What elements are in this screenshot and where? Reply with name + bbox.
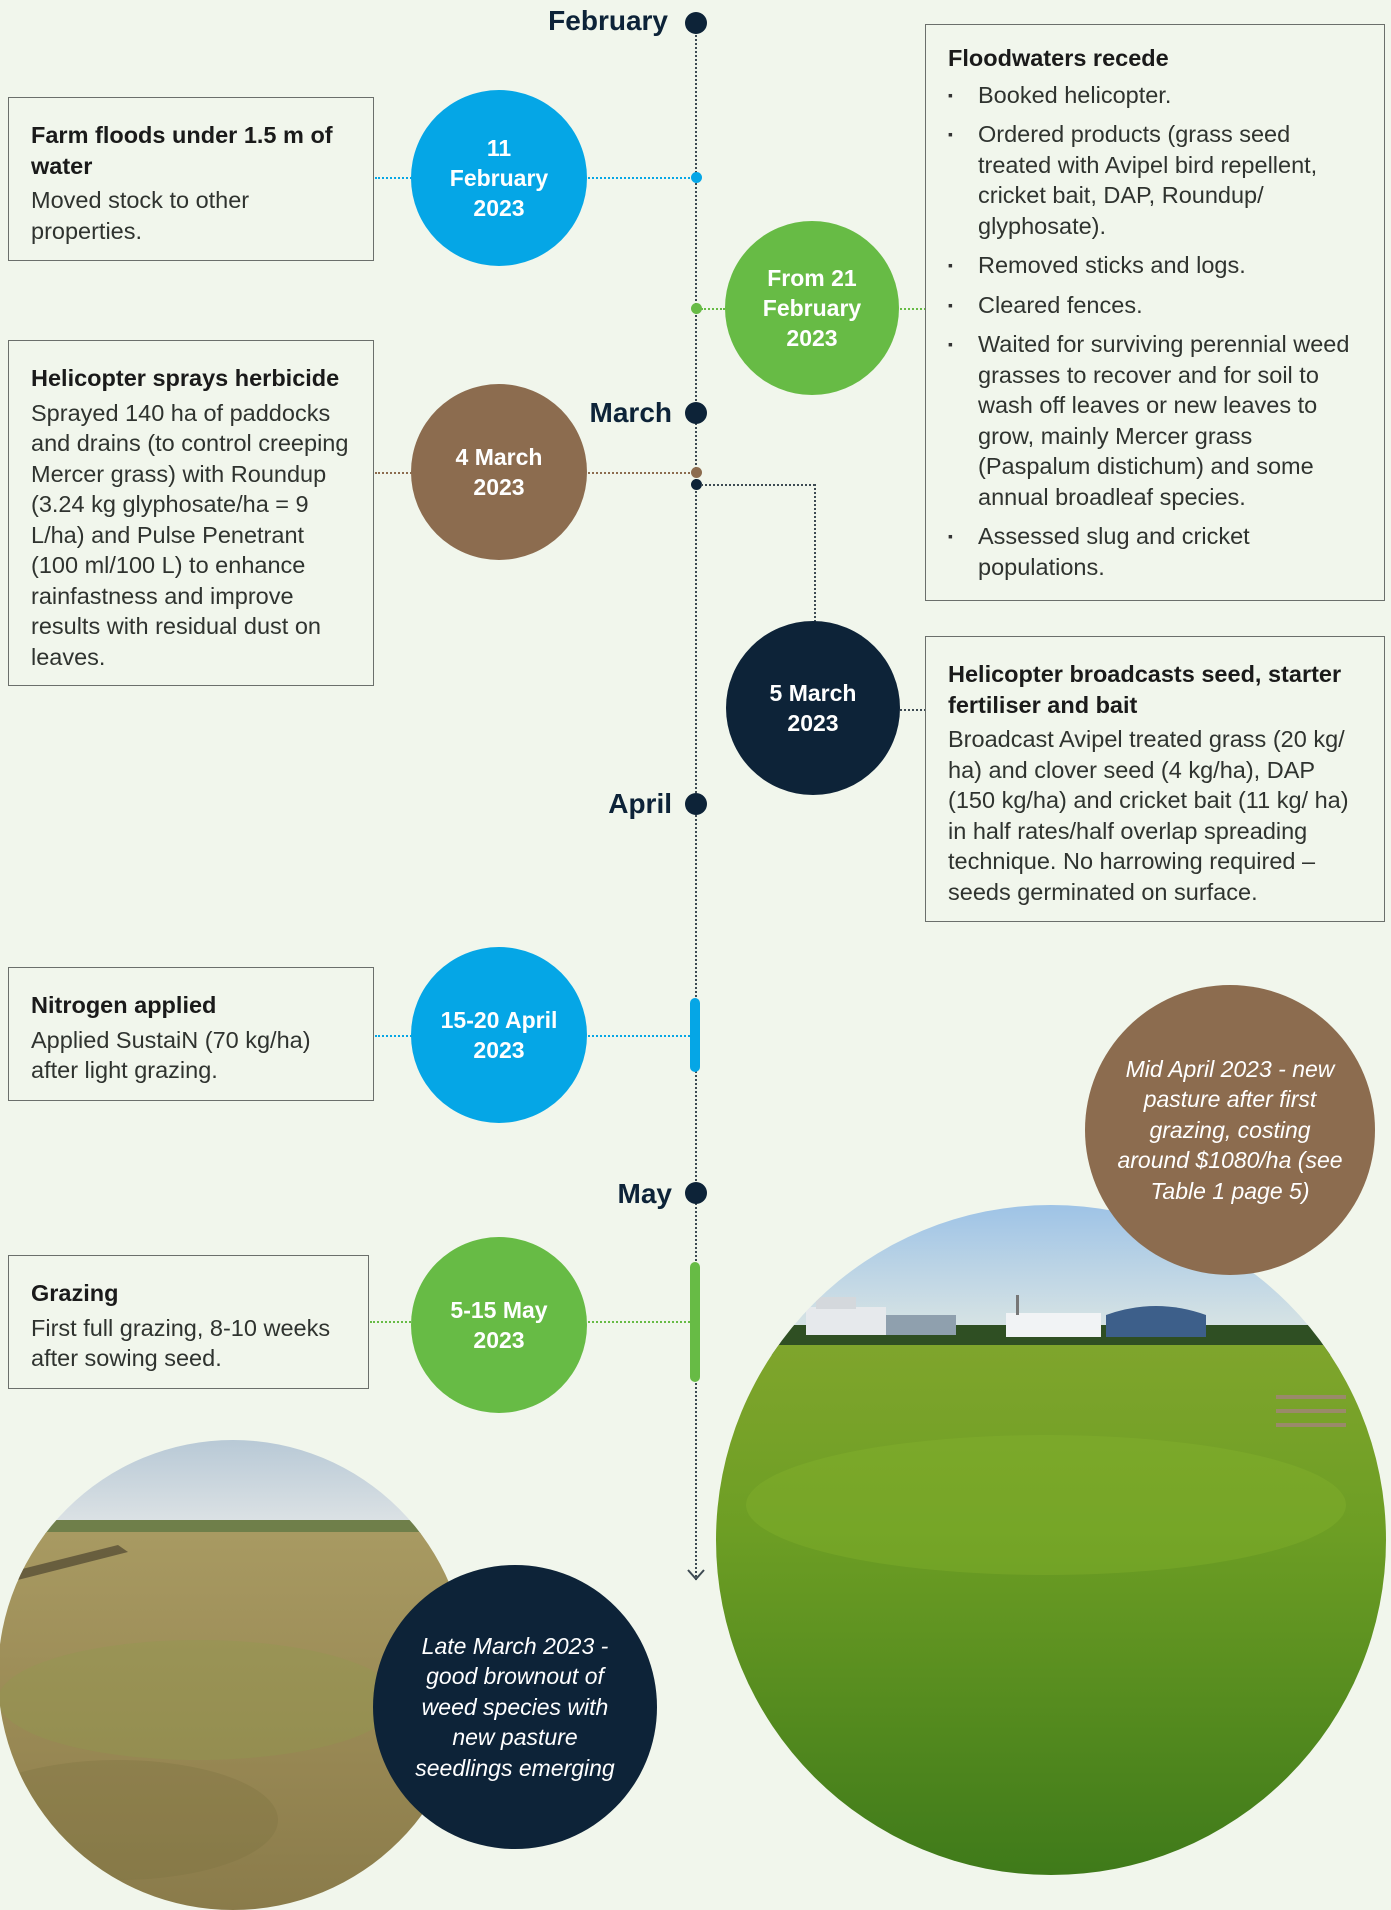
date-circle-15-20-april: 15-20 April 2023: [411, 947, 587, 1123]
connector-line: [701, 308, 725, 310]
event-description: Broadcast Avipel treated grass (20 kg/ h…: [948, 726, 1349, 905]
date-circle-from-21-february: From 21 February 2023: [725, 221, 899, 395]
list-item: Assessed slug and cricket populations.: [948, 521, 1362, 582]
event-box-flood: Farm floods under 1.5 m of water Moved s…: [8, 97, 374, 261]
timeline-marker: [691, 172, 702, 183]
date-circle-4-march: 4 March 2023: [411, 384, 587, 560]
connector-line: [814, 484, 816, 622]
month-label-february: February: [548, 5, 668, 36]
event-description: Moved stock to other properties.: [31, 187, 250, 244]
timeline-marker: [691, 467, 702, 478]
connector-line: [701, 484, 815, 486]
duration-bar: [690, 1262, 700, 1382]
date-circle-5-march: 5 March 2023: [726, 621, 900, 795]
pasture-photo-mid-april: [716, 1205, 1386, 1875]
connector-line: [896, 709, 926, 711]
event-description: First full grazing, 8-10 weeks after sow…: [31, 1314, 331, 1372]
month-dot-march: [685, 402, 707, 424]
event-box-herbicide: Helicopter sprays herbicide Sprayed 140 …: [8, 340, 374, 686]
event-title: Nitrogen applied: [31, 992, 217, 1018]
connector-line: [375, 177, 415, 179]
event-box-seed: Helicopter broadcasts seed, starter fert…: [925, 636, 1385, 922]
month-label-april: April: [608, 788, 672, 819]
event-title: Floodwaters recede: [948, 45, 1169, 71]
timeline-arrow-icon: [687, 1569, 705, 1581]
month-dot-february: [685, 12, 707, 34]
event-title: Farm floods under 1.5 m of water: [31, 122, 333, 179]
list-item: Waited for surviving perennial weed gras…: [948, 329, 1362, 512]
timeline-marker: [691, 479, 702, 490]
connector-line: [896, 308, 926, 310]
month-dot-may: [685, 1182, 707, 1204]
caption-mid-april: Mid April 2023 - new pasture after first…: [1085, 985, 1375, 1275]
duration-bar: [690, 998, 700, 1072]
event-title: Helicopter broadcasts seed, starter fert…: [948, 661, 1342, 718]
pasture-photo-illustration: [716, 1205, 1386, 1875]
list-item: Removed sticks and logs.: [948, 250, 1362, 281]
list-item: Ordered products (grass seed treated wit…: [948, 119, 1362, 241]
caption-late-march: Late March 2023 - good brownout of weed …: [373, 1565, 657, 1849]
pasture-photo-late-march: [0, 1440, 468, 1910]
event-description: Sprayed 140 ha of paddocks and drains (t…: [31, 399, 349, 670]
connector-line: [375, 1035, 415, 1037]
list-item: Cleared fences.: [948, 290, 1362, 321]
event-box-nitrogen: Nitrogen applied Applied SustaiN (70 kg/…: [8, 967, 374, 1101]
date-circle-11-february: 11 February 2023: [411, 90, 587, 266]
connector-line: [588, 472, 690, 474]
connector-line: [375, 472, 415, 474]
month-label-march: March: [589, 397, 672, 428]
timeline-marker: [691, 303, 702, 314]
date-circle-5-15-may: 5-15 May 2023: [411, 1237, 587, 1413]
event-description: Applied SustaiN (70 kg/ha) after light g…: [31, 1026, 311, 1084]
task-list: Booked helicopter. Ordered products (gra…: [948, 80, 1362, 583]
event-title: Grazing: [31, 1280, 119, 1306]
month-label-may: May: [617, 1178, 672, 1209]
brownout-photo-illustration: [0, 1440, 468, 1910]
connector-line: [588, 177, 690, 179]
event-title: Helicopter sprays herbicide: [31, 365, 340, 391]
connector-line: [588, 1321, 690, 1323]
month-dot-april: [685, 793, 707, 815]
connector-line: [588, 1035, 690, 1037]
event-box-floodwaters-recede: Floodwaters recede Booked helicopter. Or…: [925, 24, 1385, 601]
connector-line: [370, 1321, 415, 1323]
list-item: Booked helicopter.: [948, 80, 1362, 111]
event-box-grazing: Grazing First full grazing, 8-10 weeks a…: [8, 1255, 369, 1389]
